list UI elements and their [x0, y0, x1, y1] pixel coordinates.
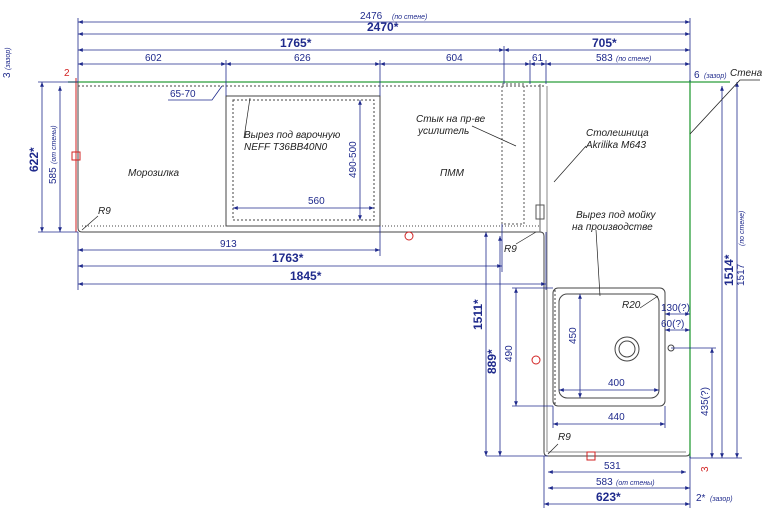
- label-r9-top: R9: [98, 206, 111, 217]
- dim-1845: 1845*: [290, 269, 322, 283]
- label-hob-cutout-1: Вырез под варочную: [244, 130, 341, 141]
- dim-604: 604: [446, 53, 463, 64]
- label-joint-1: Стык на пр-ве: [416, 114, 486, 125]
- dim-626: 626: [294, 53, 311, 64]
- label-r9-mid: R9: [504, 244, 517, 255]
- label-leaders: [81, 97, 659, 455]
- label-worktop-1: Столешница: [586, 128, 649, 139]
- marker-square-left: [71, 151, 81, 161]
- dim-1514: 1514*: [722, 254, 736, 286]
- note-585: (от стены): [51, 125, 58, 164]
- note-583-bottom: (от стены): [616, 480, 655, 487]
- dim-2-red: 2: [64, 68, 70, 79]
- hob-cutout: [225, 95, 381, 227]
- dim-490-500: 490-500: [348, 141, 359, 178]
- label-sink-cutout-2: на производстве: [572, 222, 653, 233]
- wall-line: [68, 80, 730, 458]
- marker-circle-2: [531, 355, 541, 365]
- dim-130: 130(?): [661, 303, 690, 314]
- dim-705: 705*: [592, 36, 617, 50]
- dim-560: 560: [308, 196, 325, 207]
- note-6: (зазор): [704, 73, 727, 80]
- marker-square-bottom: [586, 451, 596, 461]
- label-freezer: Морозилка: [128, 168, 179, 179]
- label-worktop-2: Akrilika M643: [585, 140, 646, 151]
- dim-60: 60(?): [661, 319, 684, 330]
- dim-602: 602: [145, 53, 162, 64]
- sink-cutout: [552, 287, 666, 407]
- label-joint-2: усилитель: [417, 126, 469, 137]
- dim-2470: 2470*: [367, 20, 399, 34]
- dim-6: 6: [694, 70, 700, 81]
- dim-622: 622*: [27, 147, 41, 172]
- dim-65-70: 65-70: [170, 89, 196, 100]
- joint-strip: [501, 83, 545, 225]
- dim-490: 490: [504, 345, 515, 362]
- dim-3-left: 3: [2, 72, 13, 78]
- dim-2-gap: 2*: [696, 493, 706, 504]
- dimension-lines: [38, 18, 742, 508]
- dim-440: 440: [608, 412, 625, 423]
- dim-2476: 2476: [360, 11, 383, 22]
- label-hob-cutout-2: NEFF T36BB40N0: [244, 142, 328, 153]
- dim-531: 531: [604, 461, 621, 472]
- dim-435: 435(?): [700, 387, 711, 416]
- label-r20: R20: [622, 300, 641, 311]
- note-583-top: (по стене): [616, 56, 651, 63]
- note-2-gap: (зазор): [710, 496, 733, 503]
- dim-585: 585: [48, 167, 59, 184]
- note-1517: (по стене): [739, 211, 746, 246]
- l-shaped-worktop: [77, 81, 691, 457]
- dim-1765: 1765*: [280, 36, 312, 50]
- label-sink-cutout-1: Вырез под мойку: [576, 210, 657, 221]
- dim-1517: 1517: [736, 263, 747, 286]
- label-dishwasher: ПММ: [440, 168, 465, 179]
- dim-1763: 1763*: [272, 251, 304, 265]
- dim-1511: 1511*: [471, 299, 485, 330]
- note-2476: (по стене): [392, 14, 427, 21]
- drain-icon: [614, 336, 640, 362]
- dim-623: 623*: [596, 490, 621, 504]
- dim-450: 450: [568, 327, 579, 344]
- dim-889: 889*: [485, 349, 499, 374]
- dim-583-top: 583: [596, 53, 613, 64]
- dim-3-red: 3: [700, 466, 711, 472]
- label-wall: Стена: [730, 68, 763, 79]
- marker-circle-1: [404, 231, 414, 241]
- label-r9-bottom: R9: [558, 432, 571, 443]
- dim-913: 913: [220, 239, 237, 250]
- wall-leader: [689, 79, 760, 135]
- note-3-left: (зазор): [5, 47, 12, 70]
- dim-61: 61: [532, 53, 544, 64]
- dim-400: 400: [608, 378, 625, 389]
- dim-583-bottom: 583: [596, 477, 613, 488]
